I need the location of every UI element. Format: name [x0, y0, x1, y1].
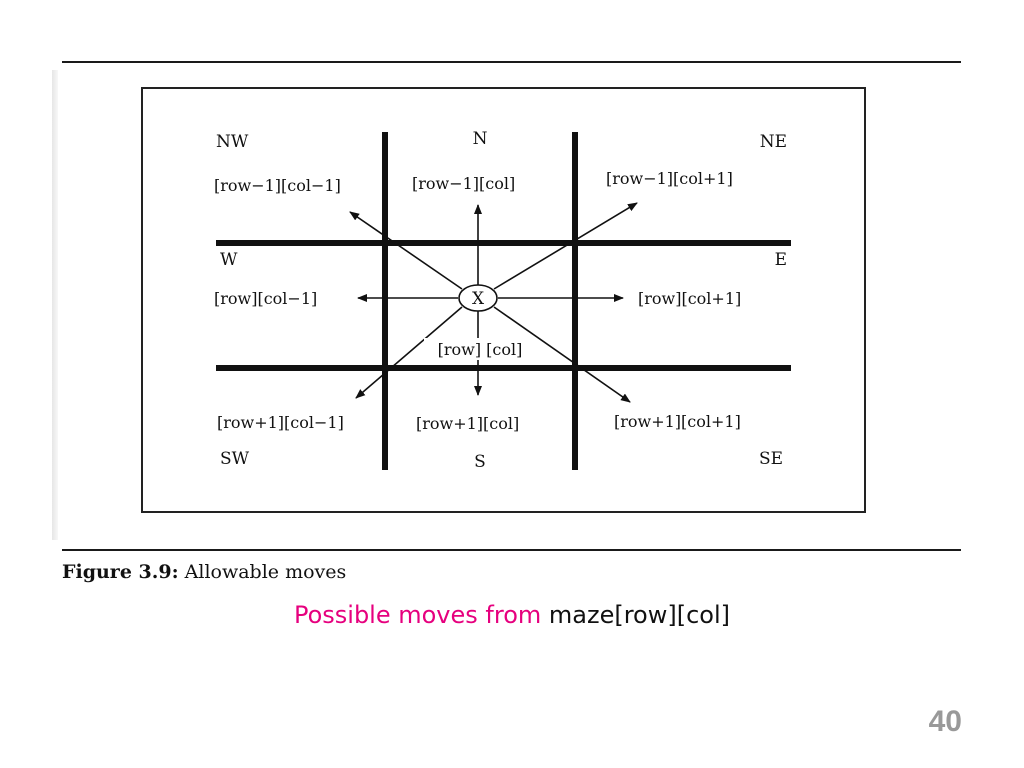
cell-label-se: [row+1][col+1] — [614, 412, 741, 431]
direction-s: S — [474, 452, 486, 472]
cell-label-s: [row+1][col] — [416, 414, 519, 433]
figure-caption-label: Figure 3.9: — [62, 561, 179, 583]
top-rule — [62, 61, 961, 63]
cell-label-w: [row][col−1] — [214, 289, 317, 308]
arrow-southwest — [355, 306, 463, 399]
direction-w: W — [220, 250, 238, 270]
cell-label-sw: [row+1][col−1] — [217, 413, 344, 432]
direction-sw: SW — [220, 449, 250, 469]
slide-subtitle: Possible moves from maze[row][col] — [0, 601, 1024, 629]
direction-nw: NW — [216, 132, 249, 152]
center-cell-label: [row] [col] — [438, 340, 523, 359]
subtitle-highlight: Possible moves from — [293, 601, 542, 629]
cell-label-ne: [row−1][col+1] — [606, 169, 733, 188]
figure-caption: Figure 3.9: Allowable moves — [62, 561, 346, 583]
center-node — [458, 284, 498, 312]
direction-ne: NE — [760, 132, 787, 152]
arrow-northeast — [493, 202, 638, 290]
cell-label-n: [row−1][col] — [412, 174, 515, 193]
center-cell-label-bg — [424, 338, 536, 360]
arrow-southeast — [493, 306, 631, 403]
direction-e: E — [775, 250, 787, 270]
subtitle-code: maze[row][col] — [548, 601, 731, 629]
cell-label-nw: [row−1][col−1] — [214, 176, 341, 195]
arrow-northwest — [349, 211, 463, 290]
direction-se: SE — [759, 449, 783, 469]
figure-caption-text: Allowable moves — [184, 561, 347, 583]
scan-edge — [52, 70, 58, 540]
direction-n: N — [473, 129, 488, 149]
cell-label-e: [row][col+1] — [638, 289, 741, 308]
center-node-label: X — [472, 289, 485, 309]
figure-frame — [141, 87, 866, 513]
page-number: 40 — [928, 705, 962, 738]
bottom-rule — [62, 549, 961, 551]
